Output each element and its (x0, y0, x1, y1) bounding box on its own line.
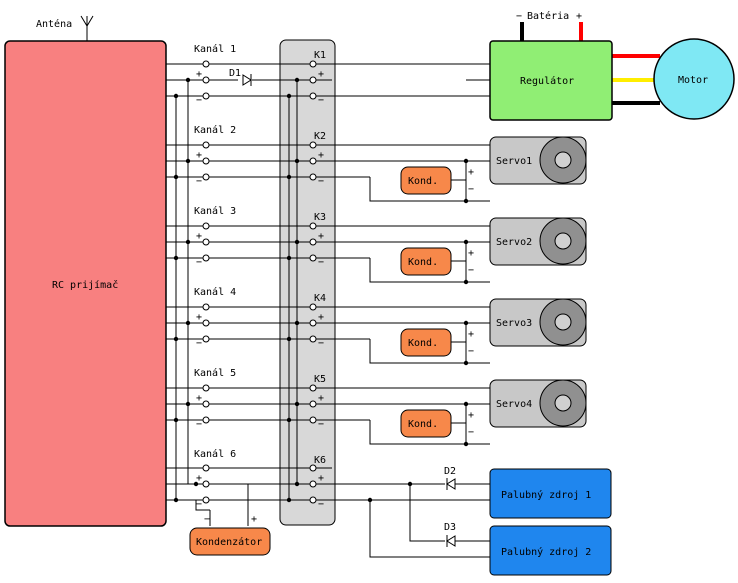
motor-label: Motor (678, 75, 708, 86)
capacitor-servo1 (400, 166, 452, 195)
svg-text:+: + (318, 312, 324, 323)
regulator-label: Regulátor (520, 75, 574, 87)
connector-k4-label: K4 (314, 293, 326, 304)
diode-d1-label: D1 (229, 68, 241, 79)
capacitor-pin-signs: + − + − + − + − (468, 167, 474, 438)
capacitor-servo4-label: Kond. (408, 419, 438, 430)
svg-text:−: − (468, 265, 474, 276)
servos (489, 136, 587, 428)
battery-plus-sign: + (576, 11, 582, 22)
svg-text:−: − (196, 176, 202, 187)
receiver-buses (175, 80, 249, 526)
connector-k5-label: K5 (314, 374, 326, 385)
capacitor-servo3 (400, 328, 452, 357)
capacitor-receiver-plus: + (251, 514, 257, 525)
svg-text:−: − (468, 346, 474, 357)
connector-k1-label: K1 (314, 50, 326, 61)
svg-text:−: − (196, 419, 202, 430)
servo3-hub (554, 313, 572, 331)
svg-text:−: − (468, 427, 474, 438)
connector-k3-label: K3 (314, 212, 326, 223)
servo2-label: Servo2 (496, 237, 532, 248)
svg-text:−: − (318, 499, 324, 510)
capacitor-servo1-label: Kond. (408, 176, 438, 187)
rc-receiver-label: RC prijímač (52, 279, 118, 291)
svg-text:−: − (468, 184, 474, 195)
svg-text:+: + (196, 231, 202, 242)
svg-text:+: + (318, 231, 324, 242)
svg-text:+: + (318, 150, 324, 161)
svg-text:+: + (318, 393, 324, 404)
capacitor-receiver (189, 527, 271, 556)
connector-buses (288, 80, 298, 500)
channel-3-label: Kanál 3 (194, 205, 236, 217)
diode-d3-symbol (446, 535, 456, 547)
svg-text:+: + (196, 393, 202, 404)
svg-text:−: − (318, 338, 324, 349)
battery-leads (520, 22, 583, 42)
capacitor-servo2-label: Kond. (408, 257, 438, 268)
connector-k6-label: K6 (314, 455, 326, 466)
capacitor-servo3-label: Kond. (408, 338, 438, 349)
diode-d2-symbol (446, 478, 456, 490)
svg-text:−: − (196, 257, 202, 268)
svg-text:+: + (468, 167, 474, 178)
capacitor-receiver-label: Kondenzátor (196, 536, 262, 548)
pin-circles (202, 60, 317, 504)
capacitor-receiver-minus: − (204, 514, 210, 525)
antenna-label: Anténa (36, 18, 72, 30)
battery-minus-sign: − (516, 11, 522, 22)
svg-text:+: + (468, 248, 474, 259)
svg-text:−: − (318, 419, 324, 430)
servo4-hub (554, 394, 572, 412)
svg-text:−: − (318, 176, 324, 187)
connector-strip (279, 39, 336, 526)
diode-d3-label: D3 (444, 522, 456, 533)
onboard-supply-1-label: Palubný zdroj 1 (501, 489, 591, 501)
servo2-hub (554, 232, 572, 250)
connector-pin-signs: + − + − + − + − + − + − (318, 69, 324, 510)
svg-text:−: − (318, 257, 324, 268)
servo1-hub (554, 151, 572, 169)
svg-text:+: + (318, 473, 324, 484)
channel-2-label: Kanál 2 (194, 124, 236, 136)
motor (653, 38, 735, 120)
battery-label: Batéria (527, 10, 569, 22)
servo-wiring (166, 144, 490, 445)
rc-receiver (4, 40, 167, 527)
svg-text:+: + (196, 150, 202, 161)
svg-text:−: − (196, 499, 202, 510)
capacitor-servo4 (400, 409, 452, 438)
svg-text:+: + (468, 329, 474, 340)
servo1-label: Servo1 (496, 156, 532, 167)
svg-text:−: − (196, 95, 202, 106)
onboard-supply-2-label: Palubný zdroj 2 (501, 546, 591, 558)
svg-text:+: + (196, 69, 202, 80)
onboard-supply-1 (489, 468, 612, 519)
onboard-supply-2 (489, 525, 612, 576)
diode-d2-label: D2 (444, 466, 456, 477)
channel-1-wiring (166, 63, 490, 97)
svg-text:+: + (468, 410, 474, 421)
channel-5-label: Kanál 5 (194, 367, 236, 379)
channel-6-label: Kanál 6 (194, 448, 236, 460)
svg-text:−: − (196, 338, 202, 349)
channel-4-label: Kanál 4 (194, 286, 236, 298)
receiver-pin-signs: + − + − + − + − + − + − (196, 69, 202, 510)
motor-wires (612, 54, 660, 105)
capacitor-servo2 (400, 247, 452, 276)
svg-text:+: + (196, 473, 202, 484)
diode-d1-symbol (242, 74, 252, 86)
servo-capacitors (400, 161, 467, 444)
servo4-label: Servo4 (496, 399, 532, 410)
channel-1-label: Kanál 1 (194, 43, 236, 55)
antenna (80, 15, 94, 42)
connector-k2-label: K2 (314, 131, 326, 142)
svg-text:+: + (318, 69, 324, 80)
svg-text:−: − (318, 95, 324, 106)
servo3-label: Servo3 (496, 318, 532, 329)
junction-dots (173, 77, 469, 503)
svg-text:+: + (196, 312, 202, 323)
